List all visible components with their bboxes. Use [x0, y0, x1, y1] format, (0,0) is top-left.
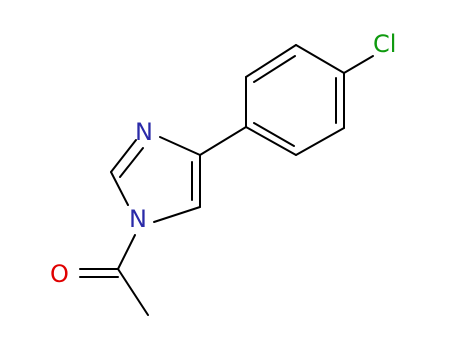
bond-phenyl-4 — [295, 127, 345, 156]
bond-imid-n1-c5 — [153, 206, 201, 223]
bond-carbonyl-methyl — [117, 268, 149, 316]
bond-n1-carbonyl — [117, 234, 136, 270]
atom-label-nitrogen-ring: N — [135, 118, 153, 146]
bond-phenyl-imidazole — [199, 126, 247, 156]
atom-label-chlorine: Cl — [373, 30, 396, 58]
bond-phenyl-5 — [245, 126, 297, 156]
bond-imid-n3-c2-inner — [119, 147, 144, 178]
bond-imid-c4-n3 — [159, 136, 201, 156]
bond-imid-c2-n1 — [110, 171, 129, 206]
bond-phenyl-2 — [295, 44, 345, 74]
bond-phenyl-inner-1 — [253, 55, 296, 83]
bond-c-cl — [343, 55, 374, 74]
atom-label-nitrogen-acyl: N — [129, 205, 147, 233]
atom-label-oxygen: O — [50, 260, 69, 288]
bond-phenyl-1 — [245, 44, 297, 78]
bond-imid-n3-c2 — [110, 139, 137, 173]
bond-phenyl-inner-3 — [253, 122, 295, 147]
